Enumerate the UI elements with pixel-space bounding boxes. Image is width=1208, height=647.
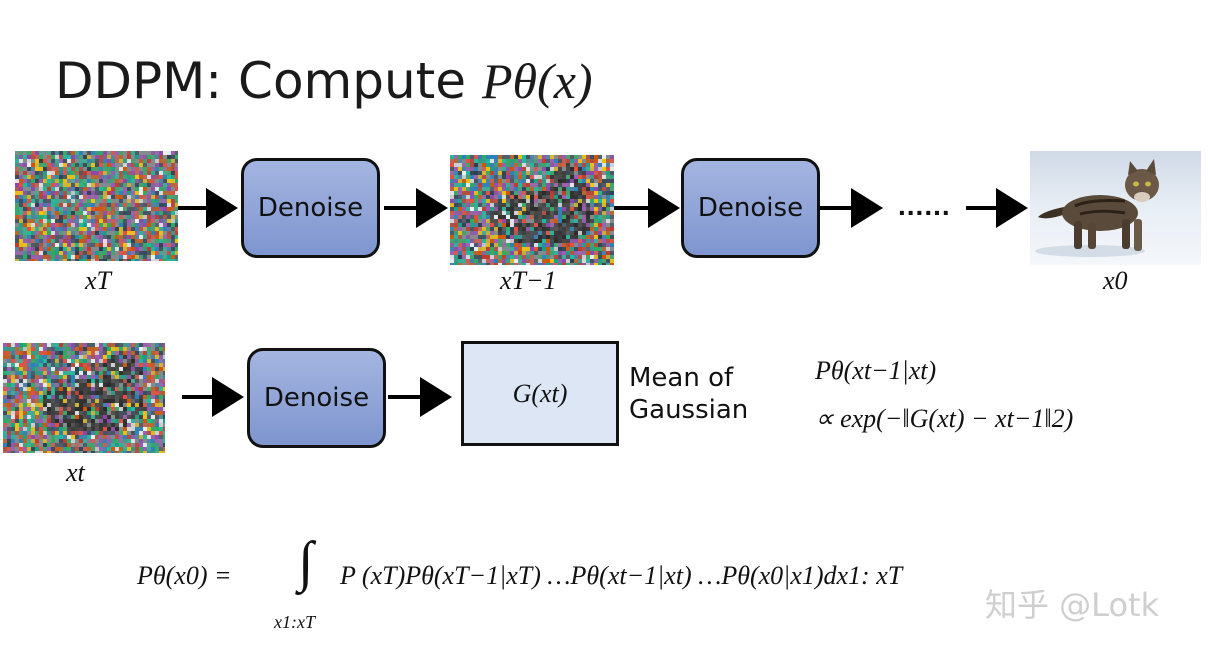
proportional-exp: ∝ exp(−‖G(xt) − xt−1‖2) [815, 404, 1074, 433]
integral-limits: x1:xT [274, 612, 315, 632]
label-xt: xt [66, 458, 85, 487]
g-function-box: G(xt) [461, 341, 619, 446]
mean-of-gaussian-label: Mean of Gaussian [629, 362, 748, 426]
label-x0: x0 [1103, 266, 1128, 295]
label-xT1: xT−1 [500, 266, 557, 295]
noisy-cat-image-xT1 [450, 155, 614, 265]
denoise-box-1: Denoise [241, 158, 380, 258]
formula-lhs: Pθ(x0) = [137, 561, 232, 590]
ellipsis: ...... [898, 190, 951, 221]
noisy-cat-pattern-2 [3, 343, 165, 453]
watermark: 知乎 @Lotk [985, 586, 1160, 624]
page-title: DDPM: Compute Pθ(x) [55, 52, 593, 110]
noise-pattern [15, 151, 178, 261]
clean-cat-image-x0 [1030, 151, 1201, 265]
noise-image-xT [15, 151, 178, 261]
noisy-cat-pattern [450, 155, 614, 265]
conditional-prob: Pθ(xt−1|xt) [815, 356, 937, 385]
integral-sign: ∫ [298, 531, 314, 593]
denoise-box-2: Denoise [681, 158, 820, 258]
label-xT: xT [85, 266, 111, 295]
title-prefix: DDPM: Compute [55, 52, 482, 110]
title-math: Pθ(x) [481, 53, 593, 109]
noisy-cat-image-xt [3, 343, 165, 453]
cat-photo [1030, 151, 1201, 265]
mean-line-2: Gaussian [629, 395, 749, 425]
mean-line-1: Mean of [629, 363, 734, 393]
denoise-box-3: Denoise [247, 348, 386, 448]
formula-rhs: P (xT)Pθ(xT−1|xT) …Pθ(xt−1|xt) …Pθ(x0|x1… [340, 561, 903, 590]
